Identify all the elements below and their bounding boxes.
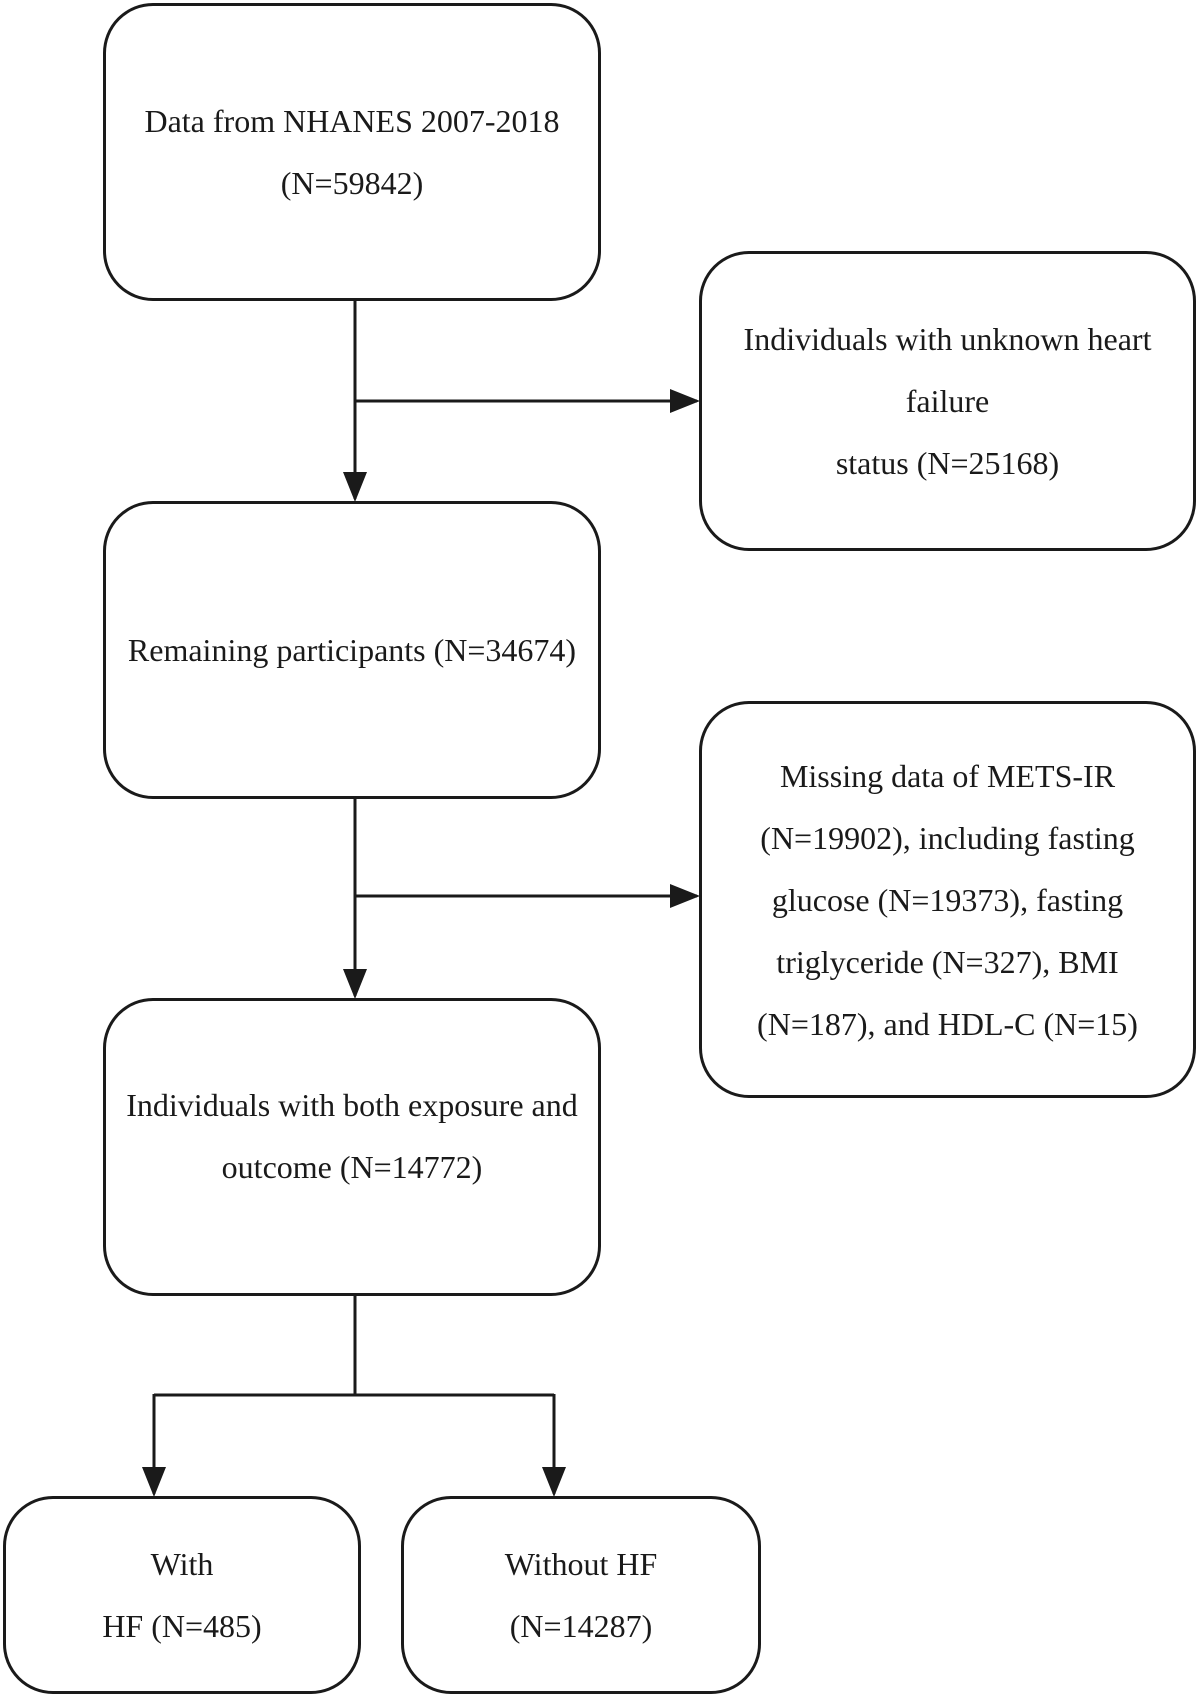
- exclusion-node-missing-mets-ir: Missing data of METS-IR (N=19902), inclu…: [699, 701, 1196, 1098]
- exclusion-1-line-3: status (N=25168): [835, 445, 1060, 481]
- exclusion-2-line-1: Missing data of METS-IR: [779, 757, 1116, 794]
- remaining-node: Remaining participants (N=34674): [103, 501, 601, 799]
- without-hf-node: Without HF (N=14287): [401, 1496, 761, 1694]
- remaining-node-line-1: Remaining participants (N=34674): [127, 632, 577, 668]
- start-node: Data from NHANES 2007-2018 (N=59842): [103, 3, 601, 301]
- split-connector: [154, 1296, 554, 1397]
- exclusion-2-line-4: triglyceride (N=327), BMI: [776, 943, 1119, 980]
- exclusion-1-line-1: Individuals with unknown heart: [743, 321, 1152, 357]
- start-node-line-2: (N=59842): [280, 165, 424, 201]
- final-cohort-node: Individuals with both exposure and outco…: [103, 998, 601, 1296]
- final-node-line-1: Individuals with both exposure and: [126, 1087, 578, 1123]
- without-hf-line-1: Without HF: [504, 1546, 658, 1582]
- final-node-line-2: outcome (N=14772): [221, 1149, 483, 1185]
- exclusion-2-line-5: (N=187), and HDL-C (N=15): [757, 1005, 1138, 1042]
- exclusion-2-line-2: (N=19902), including fasting: [760, 819, 1135, 856]
- exclusion-1-line-2: failure: [905, 383, 990, 419]
- with-hf-node: With HF (N=485): [3, 1496, 361, 1694]
- with-hf-line-1: With: [150, 1546, 214, 1582]
- exclusion-2-line-3: glucose (N=19373), fasting: [771, 881, 1124, 918]
- exclusion-node-unknown-hf: Individuals with unknown heart failure s…: [699, 251, 1196, 551]
- start-node-line-1: Data from NHANES 2007-2018: [144, 103, 560, 139]
- with-hf-line-2: HF (N=485): [102, 1608, 262, 1644]
- without-hf-line-2: (N=14287): [509, 1608, 653, 1644]
